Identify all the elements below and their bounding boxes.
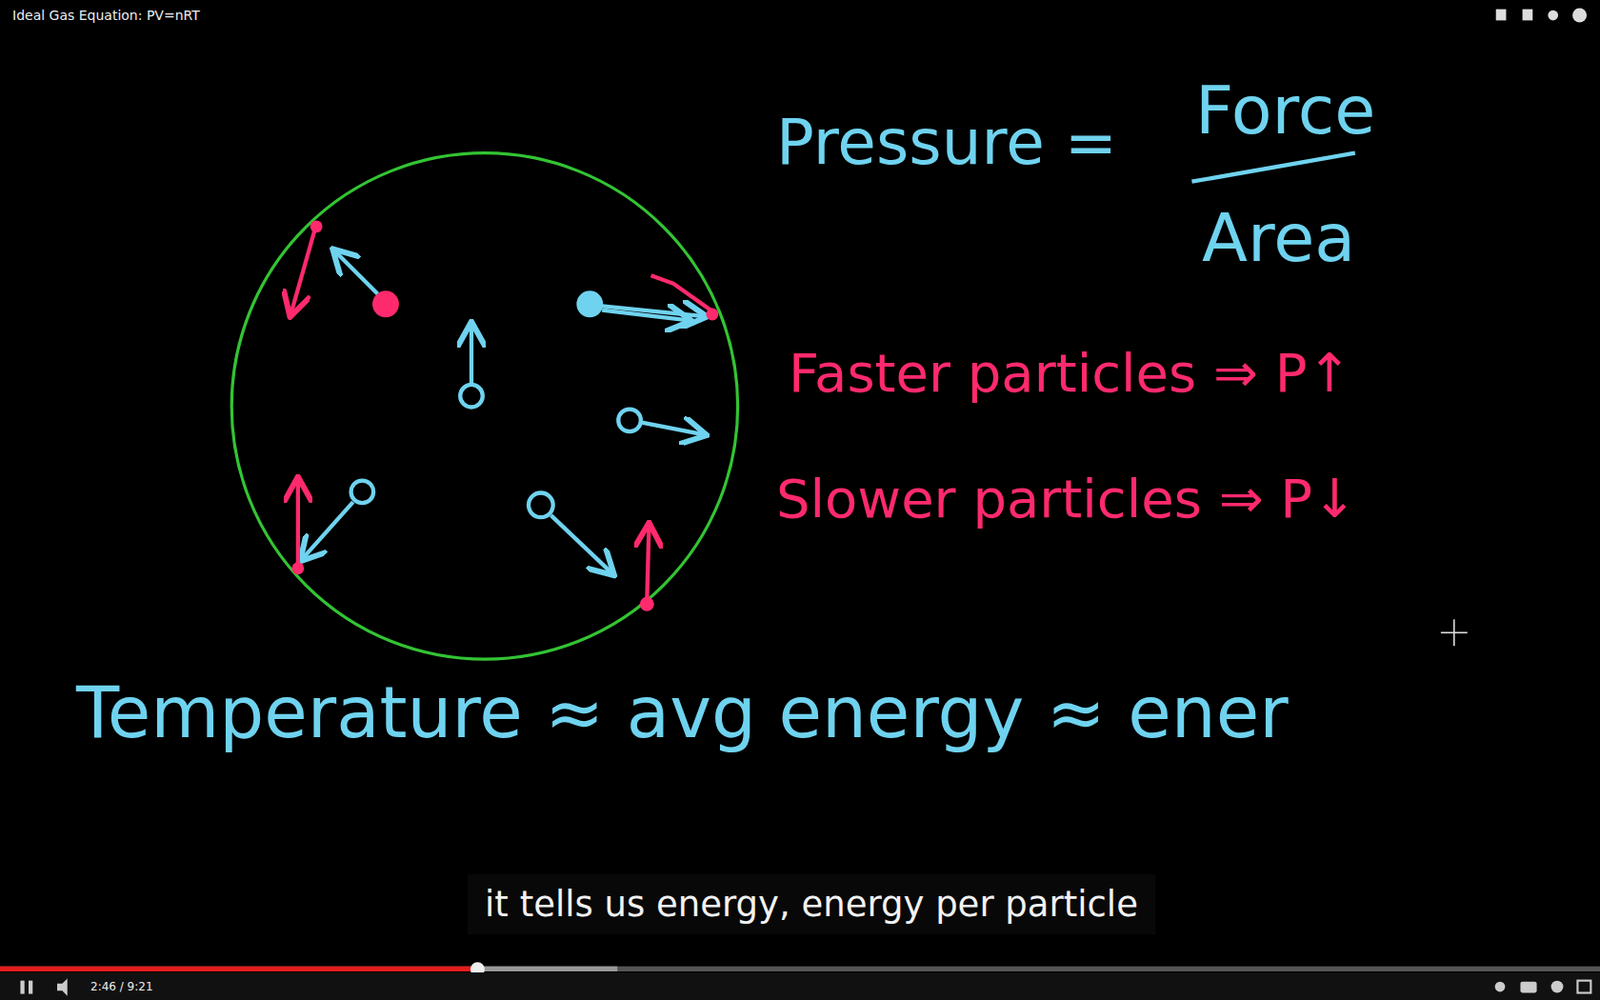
progress-track [0,966,1600,972]
slower-note: Slower particles ⇒ P↓ [776,468,1358,530]
gas-particles [290,220,719,611]
fraction-bar [1191,153,1355,182]
control-icons [20,979,1591,997]
video-title: Ideal Gas Equation: PV=nRT [12,7,200,23]
faster-note: Faster particles ⇒ P↑ [788,342,1352,404]
progress-buffer [477,966,618,972]
video-caption: it tells us energy, energy per particle [484,883,1139,925]
player-icons [1496,8,1587,23]
gas-container [231,153,738,660]
pressure-label: Pressure = [776,106,1118,180]
fraction-denominator: Area [1201,200,1356,278]
caption-box: it tells us energy, energy per particle [467,874,1156,935]
progress-played [0,966,478,972]
fraction-numerator: Force [1195,72,1376,150]
temperature-note: Temperature ≈ avg energy ≈ ener [76,672,1289,754]
time-display: 2:46 / 9:21 [90,980,154,995]
control-bar [0,972,1600,1000]
pen-cursor [1440,619,1468,646]
